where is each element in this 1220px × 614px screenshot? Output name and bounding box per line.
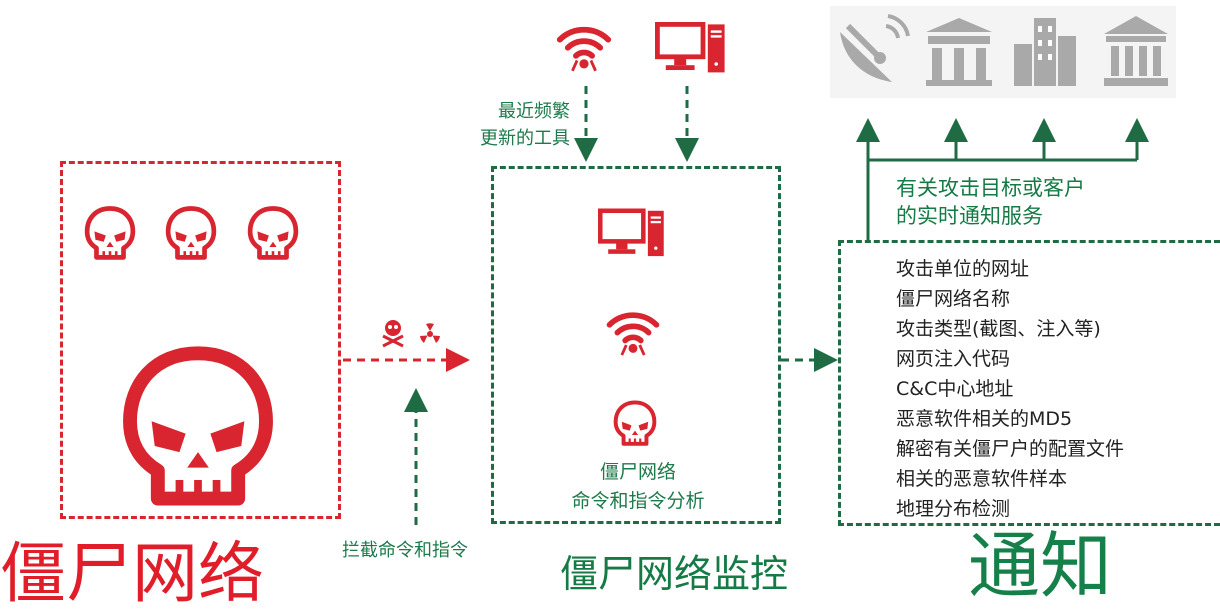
list-item: 网页注入代码 [896, 348, 1011, 370]
building-icon [926, 18, 992, 86]
notify-list: 攻击单位的网址 僵尸网络名称 攻击类型(截图、注入等) 网页注入代码 C&C中心… [896, 254, 1124, 524]
recent-tools-line2: 更新的工具 [480, 128, 570, 149]
wifi-icon [555, 20, 613, 72]
skull-crossbones-icon [382, 320, 404, 348]
notify-title: 通知 [968, 524, 1113, 608]
computer-icon [655, 22, 727, 76]
monitor-caption-line1: 僵尸网络 [599, 461, 676, 483]
recent-tools-label: 最近频繁 更新的工具 [458, 98, 570, 152]
bank-icon [1104, 16, 1168, 86]
intercept-label: 拦截命令和指令 [342, 540, 468, 561]
wifi-icon [605, 305, 661, 357]
list-item: 攻击单位的网址 [896, 258, 1030, 280]
notify-service-line1: 有关攻击目标或客户 [896, 176, 1085, 200]
monitor-caption: 僵尸网络 命令和指令分析 [540, 458, 736, 516]
list-item: 僵尸网络名称 [896, 288, 1011, 310]
list-item: 解密有关僵尸户的配置文件 [896, 438, 1125, 460]
notify-box [838, 240, 1220, 526]
list-item: C&C中心地址 [896, 378, 1014, 400]
radiation-icon [420, 323, 440, 343]
office-building-icon [1014, 18, 1076, 86]
monitor-box [491, 166, 781, 524]
list-item: 地理分布检测 [896, 498, 1011, 520]
notify-service-line2: 的实时通知服务 [896, 204, 1043, 228]
monitor-caption-line2: 命令和指令分析 [571, 490, 705, 512]
skull-icon [613, 398, 657, 450]
botnet-box [60, 161, 341, 519]
list-item: 攻击类型(截图、注入等) [896, 318, 1101, 340]
recent-tools-line1: 最近频繁 [498, 101, 570, 122]
list-item: 恶意软件相关的MD5 [896, 408, 1073, 430]
list-item: 相关的恶意软件样本 [896, 468, 1068, 490]
botnet-title: 僵尸网络 [0, 535, 264, 612]
satellite-dish-icon [840, 14, 910, 82]
computer-icon [598, 208, 666, 260]
monitor-title: 僵尸网络监控 [560, 552, 789, 596]
notify-service-label: 有关攻击目标或客户 的实时通知服务 [896, 174, 1085, 230]
